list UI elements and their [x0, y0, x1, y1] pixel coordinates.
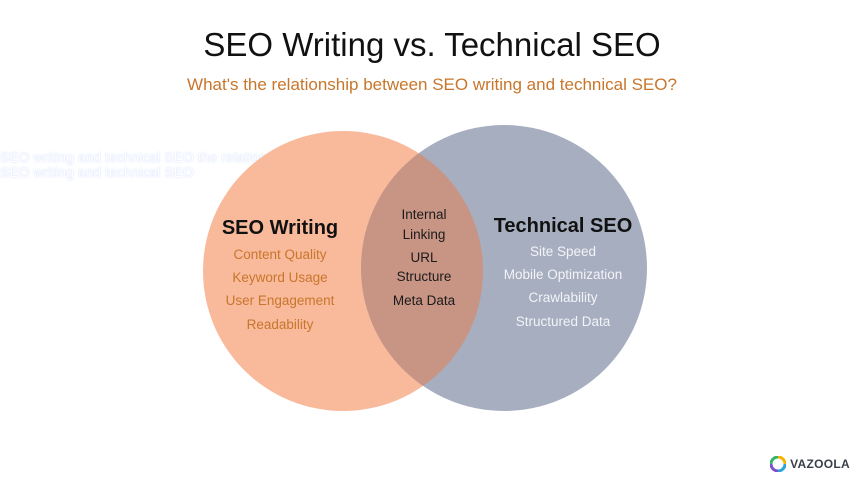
right-item: Crawlability	[528, 290, 598, 305]
right-item: Mobile Optimization	[503, 267, 623, 282]
vazoola-logo-icon	[770, 456, 787, 472]
left-item: User Engagement	[225, 293, 335, 308]
left-item: Readability	[246, 317, 314, 332]
brand-name: VAZOOLA	[790, 457, 850, 471]
overlap-item: URL	[410, 250, 438, 265]
faded-text-artifact: SEO writing and technical SEO the relati…	[0, 150, 440, 180]
right-item: Structured Data	[515, 314, 611, 329]
overlap-item: Linking	[402, 227, 446, 242]
overlap-region	[361, 131, 483, 411]
right-item: Site Speed	[529, 244, 597, 259]
left-item: Keyword Usage	[232, 270, 328, 285]
brand: VAZOOLA	[770, 456, 850, 472]
overlap-item: Structure	[396, 269, 452, 284]
technical-seo-heading: Technical SEO	[493, 215, 633, 237]
overlap-item: Internal	[401, 207, 447, 222]
page-subtitle: What's the relationship between SEO writ…	[187, 75, 677, 94]
page-title: SEO Writing vs. Technical SEO	[203, 26, 661, 63]
faded-text-line: SEO writing and technical SEO the relati…	[0, 149, 334, 165]
left-item: Content Quality	[233, 247, 327, 262]
seo-writing-heading: SEO Writing	[221, 217, 339, 239]
overlap-item: Meta Data	[392, 293, 456, 308]
faded-text-line: SEO writing and technical SEO	[0, 164, 194, 180]
